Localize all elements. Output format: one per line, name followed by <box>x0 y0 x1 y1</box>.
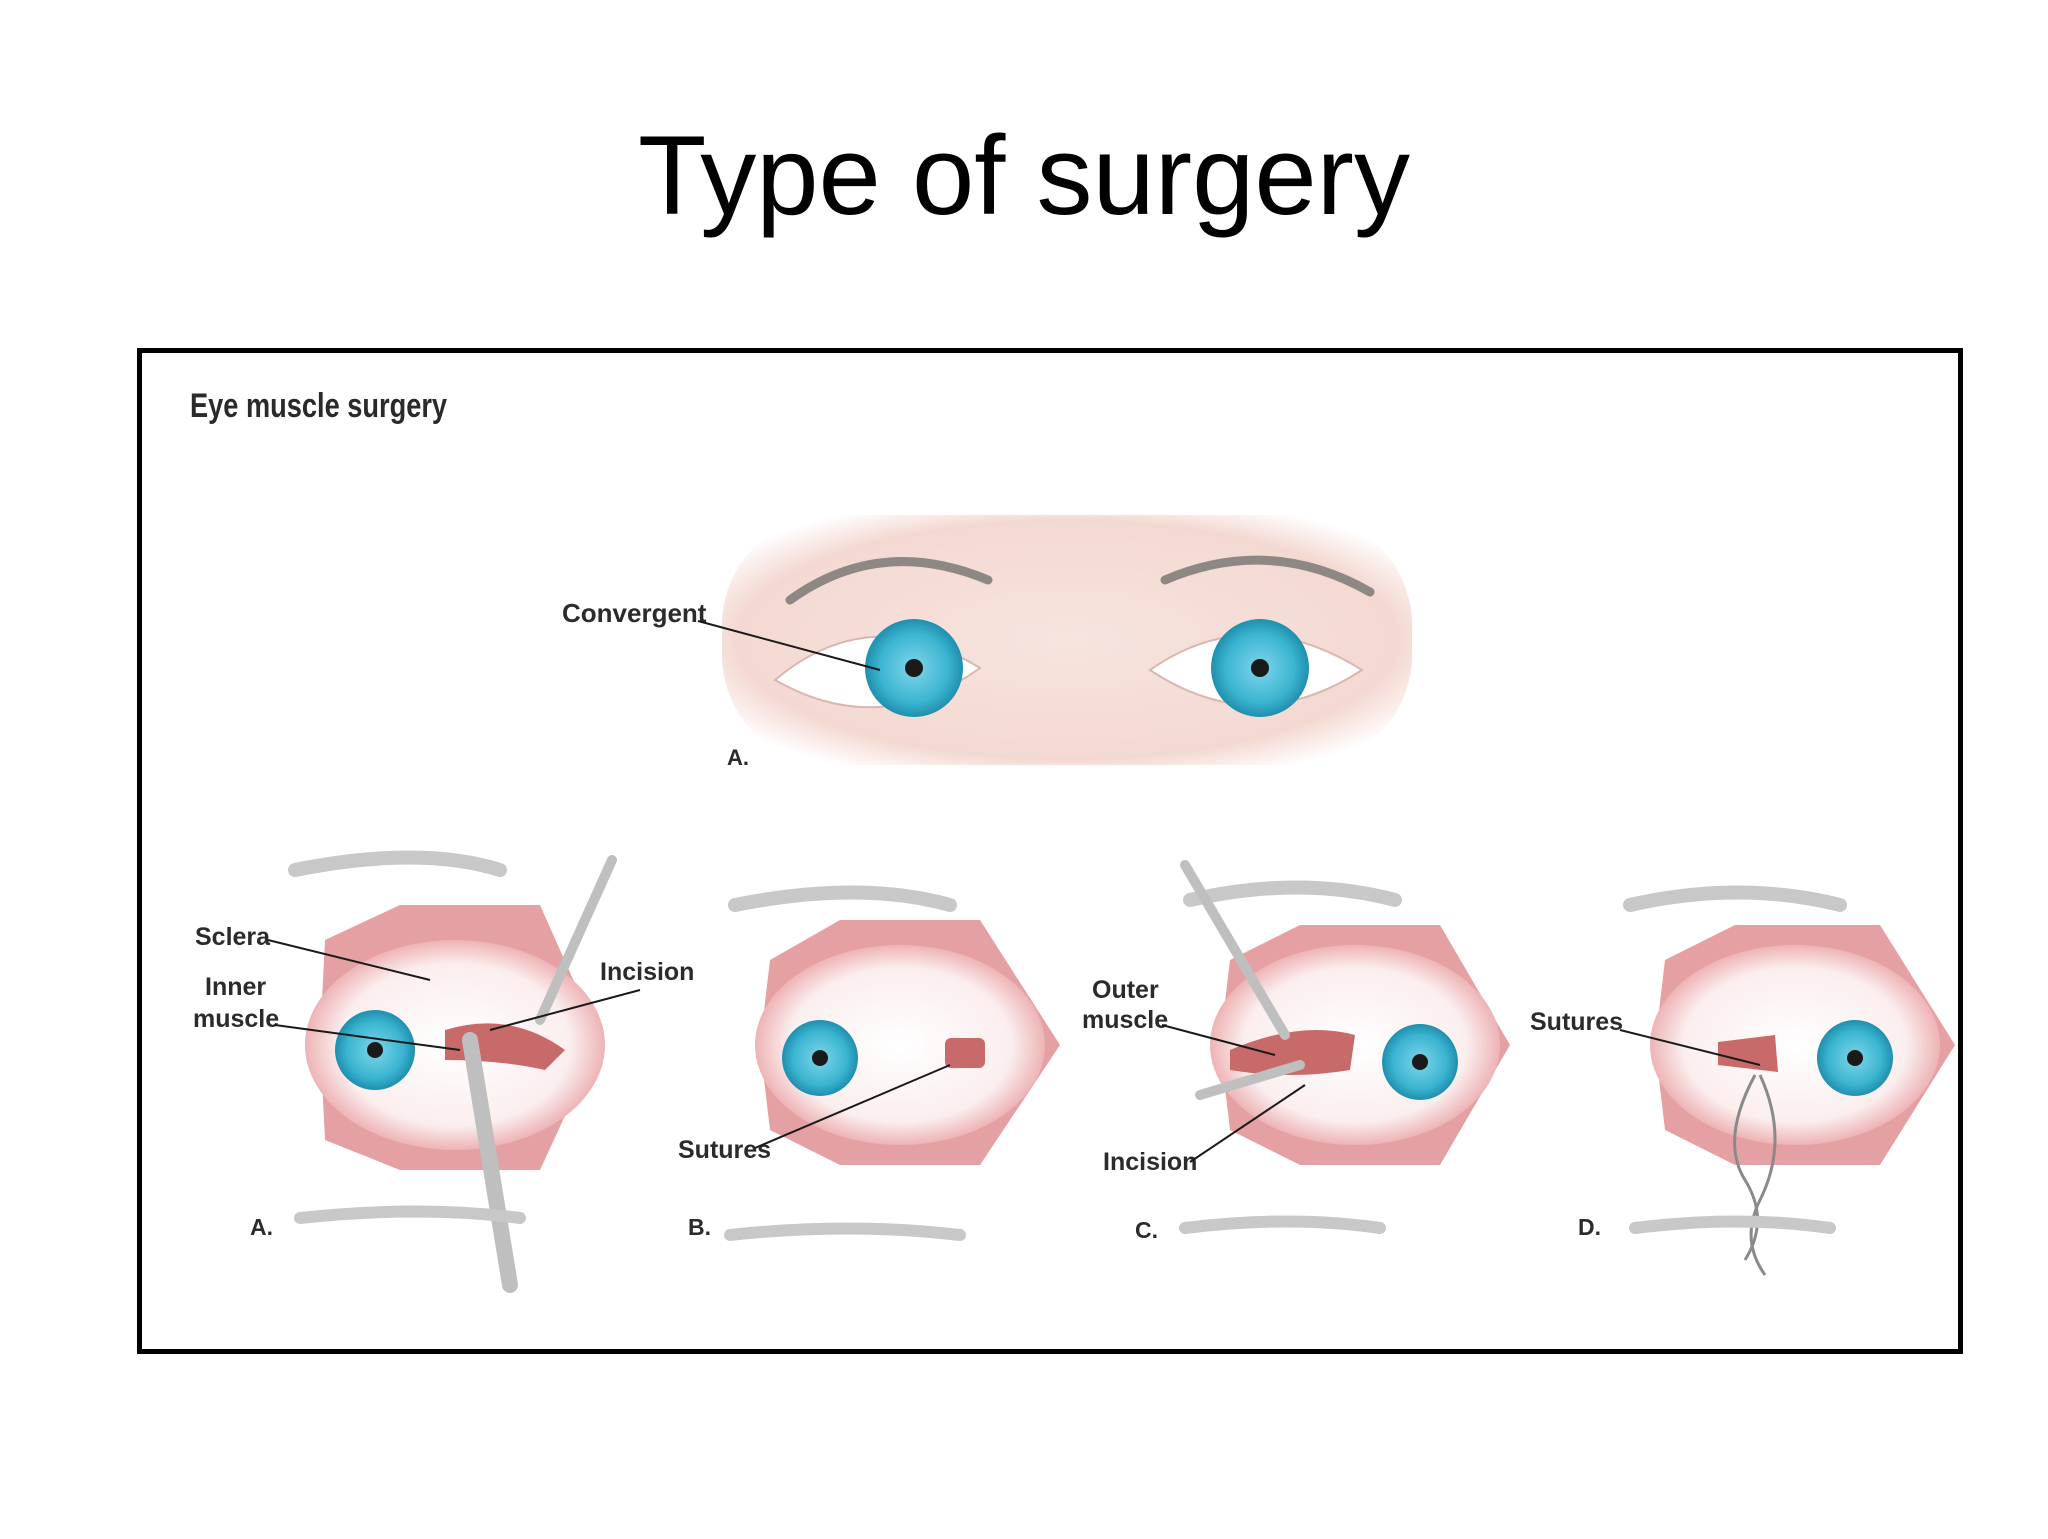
sutures-leader <box>754 1064 951 1149</box>
pupil <box>367 1042 383 1058</box>
right-pupil <box>1251 659 1269 677</box>
outer-muscle-leader <box>1161 1024 1276 1056</box>
speculum-top <box>1623 885 1847 912</box>
muscle-hook <box>1195 1060 1305 1100</box>
top-panel-letter: A. <box>727 745 749 770</box>
sutures-label: Sutures <box>678 1136 771 1164</box>
speculum-bottom <box>1629 1215 1836 1234</box>
outer-label-2: muscle <box>1082 1006 1168 1034</box>
inner-muscle-leader <box>274 1024 461 1051</box>
inner-label-1: Inner <box>205 973 266 1001</box>
suture-thread <box>1749 1074 1777 1276</box>
left-eyebrow <box>785 557 993 605</box>
left-pupil <box>905 659 923 677</box>
panel-a: Sclera Inner muscle Incision A. <box>193 850 694 1293</box>
slide-title: Type of surgery <box>638 113 1410 238</box>
outer-muscle <box>1230 1030 1355 1075</box>
panel-d: Sutures D. <box>1530 885 1955 1276</box>
incision-leader <box>489 989 641 1031</box>
suture-thread <box>1733 1074 1759 1261</box>
convergent-label: Convergent <box>562 598 707 628</box>
convergent-leader <box>697 620 881 671</box>
speculum-bottom <box>724 1222 966 1241</box>
panel-a-letter: A. <box>250 1214 273 1240</box>
panel-c: Outer muscle Incision C. <box>1082 860 1510 1243</box>
speculum-top <box>288 850 507 877</box>
surgical-probe <box>535 855 617 1025</box>
face-skin <box>722 515 1412 765</box>
speculum-top <box>1183 880 1402 907</box>
muscle-hook <box>462 1032 518 1293</box>
sclera-leader <box>267 939 431 981</box>
pupil <box>812 1050 828 1066</box>
incision-leader <box>1189 1084 1306 1163</box>
outer-label-1: Outer <box>1092 976 1159 1004</box>
panel-b: Sutures B. <box>678 885 1060 1241</box>
sclera <box>1650 945 1940 1145</box>
face-panel: Convergent A. <box>562 515 1412 770</box>
sclera-label: Sclera <box>195 923 271 951</box>
panel-b-letter: B. <box>688 1214 711 1240</box>
surgical-probe <box>1180 860 1290 1040</box>
speculum-top <box>728 885 957 912</box>
inner-label-2: muscle <box>193 1005 279 1033</box>
panel-d-letter: D. <box>1578 1214 1601 1240</box>
figure-heading: Eye muscle surgery <box>190 387 448 425</box>
speculum-bottom <box>1179 1215 1386 1234</box>
detached-muscle <box>945 1038 985 1068</box>
reattached-muscle <box>1718 1035 1778 1072</box>
sutures-leader <box>1619 1029 1761 1066</box>
pupil <box>1412 1054 1428 1070</box>
sutures-label: Sutures <box>1530 1008 1623 1036</box>
pupil <box>1847 1050 1863 1066</box>
incision-label: Incision <box>600 958 694 986</box>
speculum-bottom <box>294 1205 526 1224</box>
panel-c-letter: C. <box>1135 1217 1158 1243</box>
incision-label: Incision <box>1103 1148 1197 1176</box>
right-eyebrow <box>1160 555 1375 597</box>
